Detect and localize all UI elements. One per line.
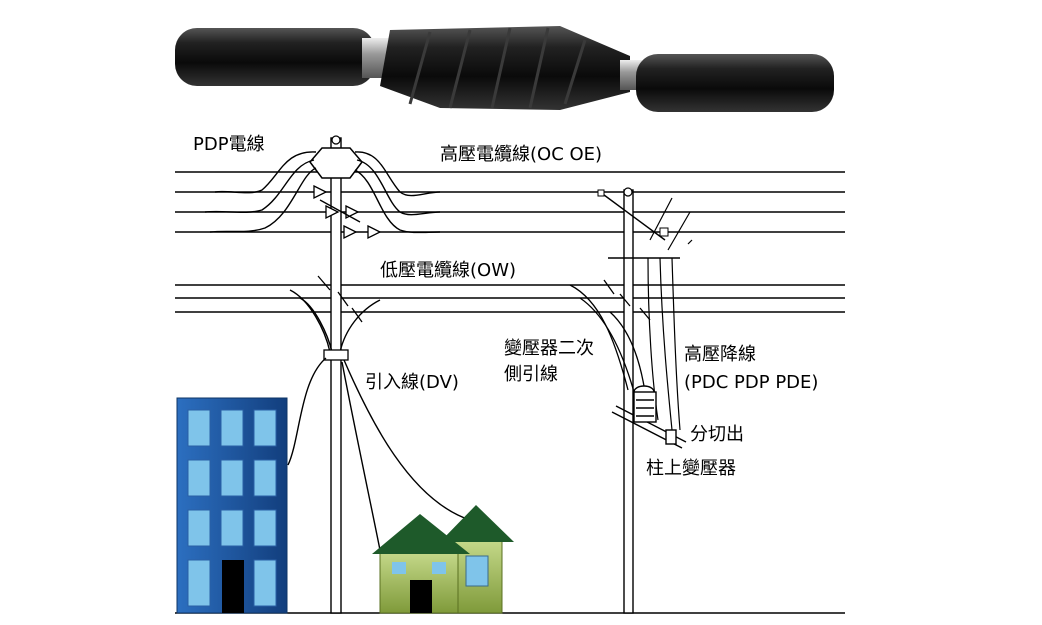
high-voltage-lines (175, 171, 845, 233)
insulators (313, 184, 382, 240)
building-windows (187, 409, 277, 607)
house-door (410, 580, 432, 613)
hv-drop-label-line2: (PDC PDP PDE) (684, 372, 818, 393)
cable-joint-illustration (175, 26, 834, 112)
pole-transformer (611, 385, 687, 449)
cutout-switch (665, 429, 677, 445)
houses (372, 505, 514, 614)
transformer-secondary-label-line1: 變壓器二次 (504, 338, 594, 359)
junction-box (309, 147, 363, 179)
left-utility-pole (204, 135, 471, 614)
transformer-secondary-label-line2: 側引線 (504, 364, 558, 385)
hv-drop-label-line1: 高壓降線 (684, 344, 756, 365)
right-utility-pole (569, 187, 693, 614)
cable-clamp (323, 349, 349, 361)
pole-transformer-label: 柱上變壓器 (646, 458, 736, 479)
office-building (176, 397, 288, 614)
pdp-wire-label: PDP電線 (193, 134, 265, 155)
service-drop-label: 引入線(DV) (365, 372, 459, 393)
high-voltage-cable-label: 高壓電纜線(OC OE) (440, 144, 602, 165)
building-door (222, 560, 244, 613)
cutout-label: 分切出 (690, 424, 744, 445)
low-voltage-cable-label: 低壓電纜線(OW) (380, 260, 516, 281)
low-voltage-lines (175, 284, 845, 313)
